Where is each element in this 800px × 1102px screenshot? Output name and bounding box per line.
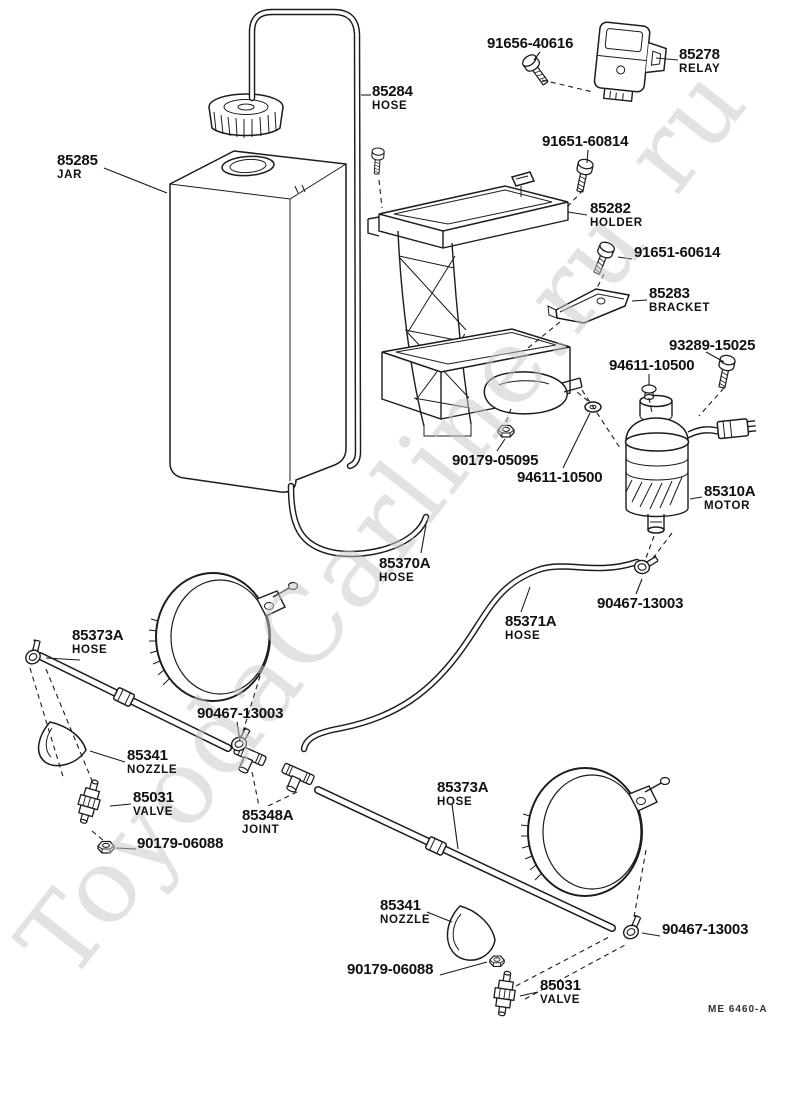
part-label-85031-bottom[interactable]: 85031 VALVE [540, 978, 581, 1006]
part-number: 85282 [590, 200, 631, 217]
part-label-85283[interactable]: 85283 BRACKET [649, 286, 710, 314]
part-number: 85370A [379, 555, 431, 572]
part-number: 91651-60814 [542, 133, 629, 150]
nut-drawing-90179-06088 [489, 955, 505, 967]
part-label-94611-10500-b[interactable]: 94611-10500 [517, 469, 603, 486]
part-label-90179-06088-bottom[interactable]: 90179-06088 [347, 962, 433, 978]
part-number: 85373A [437, 779, 489, 796]
part-name: HOSE [437, 795, 473, 808]
hose-clamp-drawing [617, 912, 649, 942]
motor-drawing [624, 394, 757, 534]
part-number: 94611-10500 [517, 469, 603, 486]
part-name: HOSE [379, 571, 415, 584]
leader-lines [45, 51, 725, 997]
part-number: 85341 [380, 897, 421, 914]
part-label-94611-10500-a[interactable]: 94611-10500 [609, 357, 695, 374]
part-number: 85371A [505, 613, 557, 630]
part-number: 85283 [649, 285, 690, 302]
part-number: 91656-40616 [487, 35, 574, 52]
part-name: NOZZLE [127, 763, 178, 776]
part-number: 85278 [679, 46, 720, 63]
part-number: 85285 [57, 152, 98, 169]
relay-drawing [593, 21, 668, 103]
jar-cap [208, 93, 284, 138]
part-label-90467-13003-c[interactable]: 90467-13003 [662, 922, 748, 938]
part-number: 85373A [72, 627, 124, 644]
part-number: 90467-13003 [662, 921, 749, 938]
part-label-85285[interactable]: 85285 JAR [57, 153, 98, 181]
holder-clip-drawing [510, 171, 536, 197]
part-label-90467-13003-a[interactable]: 90467-13003 [597, 596, 683, 612]
nozzle-bottom-drawing [446, 905, 496, 961]
part-label-91651-60614[interactable]: 91651-60614 [634, 245, 720, 261]
part-number: 85341 [127, 747, 168, 764]
jar-drawing [169, 93, 347, 493]
part-label-85371A[interactable]: 85371A HOSE [505, 613, 557, 642]
part-number: 91651-60614 [634, 244, 721, 261]
part-name: JOINT [242, 823, 280, 836]
bracket-drawing [547, 288, 631, 324]
hose-85284-drawing [248, 8, 362, 470]
part-name: HOSE [72, 643, 108, 656]
part-number: 85031 [540, 977, 581, 994]
part-number: 90179-06088 [137, 835, 224, 852]
holder-drawing [367, 185, 583, 437]
part-label-85284[interactable]: 85284 HOSE [372, 84, 413, 112]
part-name: NOZZLE [380, 913, 431, 926]
headlamp-right-drawing [520, 767, 671, 897]
nozzle-left-drawing [37, 721, 87, 767]
part-label-85370A[interactable]: 85370A HOSE [379, 555, 431, 584]
screw-drawing [370, 147, 385, 175]
part-label-93289-15025[interactable]: 93289-15025 [669, 338, 755, 354]
part-number: 90467-13003 [197, 705, 284, 722]
part-number: 85031 [133, 789, 174, 806]
part-label-91651-60814[interactable]: 91651-60814 [542, 134, 628, 150]
part-label-85310A[interactable]: 85310A MOTOR [704, 483, 756, 512]
part-name: HOSE [505, 629, 541, 642]
part-name: JAR [57, 168, 83, 181]
part-name: VALVE [133, 805, 174, 818]
part-label-85341-left[interactable]: 85341 NOZZLE [127, 748, 177, 776]
part-label-85341-bottom[interactable]: 85341 NOZZLE [380, 898, 430, 926]
grommet-drawing-94611-10500 [641, 384, 657, 401]
part-label-85348A[interactable]: 85348A JOINT [242, 807, 294, 836]
part-number: 85348A [242, 807, 294, 824]
part-label-91656-40616[interactable]: 91656-40616 [487, 36, 573, 52]
part-name: HOLDER [590, 216, 643, 229]
part-name: BRACKET [649, 301, 711, 314]
hose-85371A-drawing [300, 558, 641, 753]
part-number: 85284 [372, 83, 413, 100]
part-label-85031-left[interactable]: 85031 VALVE [133, 790, 174, 818]
part-name: VALVE [540, 993, 581, 1006]
hose-85370A-drawing [287, 482, 430, 558]
screw-drawing-93289-15025 [713, 353, 737, 390]
check-valve-drawing [490, 969, 519, 1018]
part-name: HOSE [372, 99, 408, 112]
part-label-85282[interactable]: 85282 HOLDER [590, 201, 643, 229]
dashed-guide-lines [29, 79, 725, 1000]
part-number: 94611-10500 [609, 357, 695, 374]
part-number: 90467-13003 [597, 595, 684, 612]
part-label-90179-05095[interactable]: 90179-05095 [452, 453, 538, 469]
part-label-85373A-right[interactable]: 85373A HOSE [437, 779, 489, 808]
part-name: MOTOR [704, 499, 751, 512]
diagram-code: ME 6460-A [708, 1004, 768, 1015]
hose-85373A-left-drawing [36, 652, 232, 752]
part-number: 90179-06088 [347, 961, 434, 978]
part-number: 90179-05095 [452, 452, 539, 469]
hose-85373A-right-drawing [314, 786, 616, 932]
part-name: RELAY [679, 62, 721, 75]
jar-body [169, 150, 347, 493]
part-number: 85310A [704, 483, 756, 500]
part-label-90467-13003-b[interactable]: 90467-13003 [197, 706, 283, 722]
part-number: 93289-15025 [669, 337, 756, 354]
part-label-90179-06088-left[interactable]: 90179-06088 [137, 836, 223, 852]
part-label-85278[interactable]: 85278 RELAY [679, 47, 720, 75]
part-label-85373A-left[interactable]: 85373A HOSE [72, 627, 124, 656]
